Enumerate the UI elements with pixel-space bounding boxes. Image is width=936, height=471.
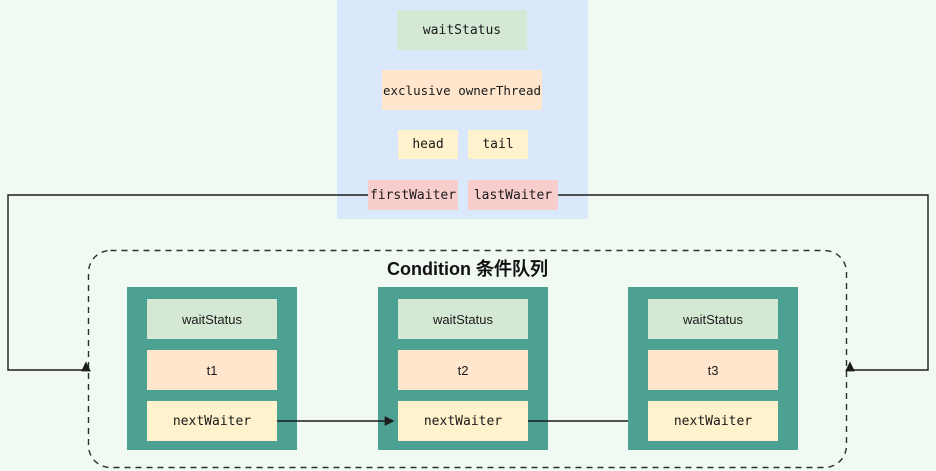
condition-node-t1: waitStatus t1 nextWaiter [127, 287, 297, 450]
node-wait-status-box: waitStatus [398, 299, 528, 339]
sync-wait-status-box: waitStatus [397, 10, 527, 50]
node-next-waiter-box: nextWaiter [147, 401, 277, 441]
condition-node-t3: waitStatus t3 nextWaiter [628, 287, 798, 450]
sync-tail-box: tail [468, 130, 528, 159]
node-next-waiter-box: nextWaiter [648, 401, 778, 441]
node-thread-box: t2 [398, 350, 528, 390]
node-thread-box: t1 [147, 350, 277, 390]
sync-panel: waitStatus exclusive ownerThread head ta… [337, 0, 588, 219]
sync-owner-thread-box: exclusive ownerThread [382, 70, 542, 110]
condition-queue-title: Condition 条件队列 [387, 259, 548, 279]
sync-last-waiter-box: lastWaiter [468, 180, 558, 210]
sync-head-box: head [398, 130, 458, 159]
node-wait-status-box: waitStatus [147, 299, 277, 339]
node-thread-box: t3 [648, 350, 778, 390]
node-wait-status-box: waitStatus [648, 299, 778, 339]
node-next-waiter-box: nextWaiter [398, 401, 528, 441]
condition-node-t2: waitStatus t2 nextWaiter [378, 287, 548, 450]
sync-first-waiter-box: firstWaiter [368, 180, 458, 210]
